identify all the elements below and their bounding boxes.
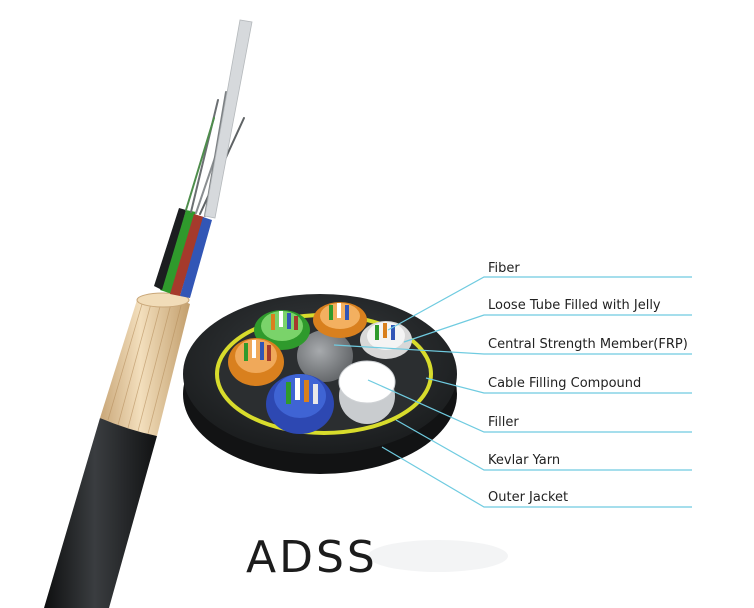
central-strength-member (297, 330, 353, 382)
label-kevlar-yarn: Kevlar Yarn (488, 453, 561, 468)
leader-filling-compound (425, 377, 692, 394)
label-central-strength-member: Central Strength Member(FRP) (488, 337, 688, 352)
reflection (368, 540, 508, 572)
loose-tube-orange-left (228, 338, 284, 386)
cable-body (44, 19, 253, 608)
tube-green-strand (160, 210, 196, 294)
cross-section (183, 294, 457, 474)
filler (338, 360, 396, 404)
loose-tube-white (360, 321, 412, 359)
leader-jacket (381, 446, 692, 508)
label-filler: Filler (488, 415, 519, 430)
leader-kevlar (395, 419, 692, 471)
tube-dark-strand (154, 208, 186, 290)
leader-loose-tube (403, 314, 692, 343)
loose-tube-blue (266, 374, 334, 434)
leader-filler (367, 379, 692, 433)
kevlar-yarn-section (100, 295, 190, 436)
label-cable-filling-compound: Cable Filling Compound (488, 376, 642, 391)
leader-lines (333, 276, 692, 508)
label-fiber: Fiber (488, 261, 520, 276)
loose-tube-green (254, 310, 310, 350)
tube-red-strand (170, 214, 204, 296)
tube-blue-strand (180, 217, 212, 298)
leader-frp (333, 344, 692, 355)
frp-rod (204, 19, 253, 219)
kevlar-yarn-top (136, 292, 190, 308)
label-outer-jacket: Outer Jacket (488, 490, 569, 505)
label-loose-tube: Loose Tube Filled with Jelly (488, 298, 661, 313)
outer-jacket-section (44, 418, 157, 608)
loose-tube-orange-top (313, 302, 367, 338)
diagram-title: ADSS (246, 532, 378, 583)
leader-fiber (387, 276, 692, 331)
